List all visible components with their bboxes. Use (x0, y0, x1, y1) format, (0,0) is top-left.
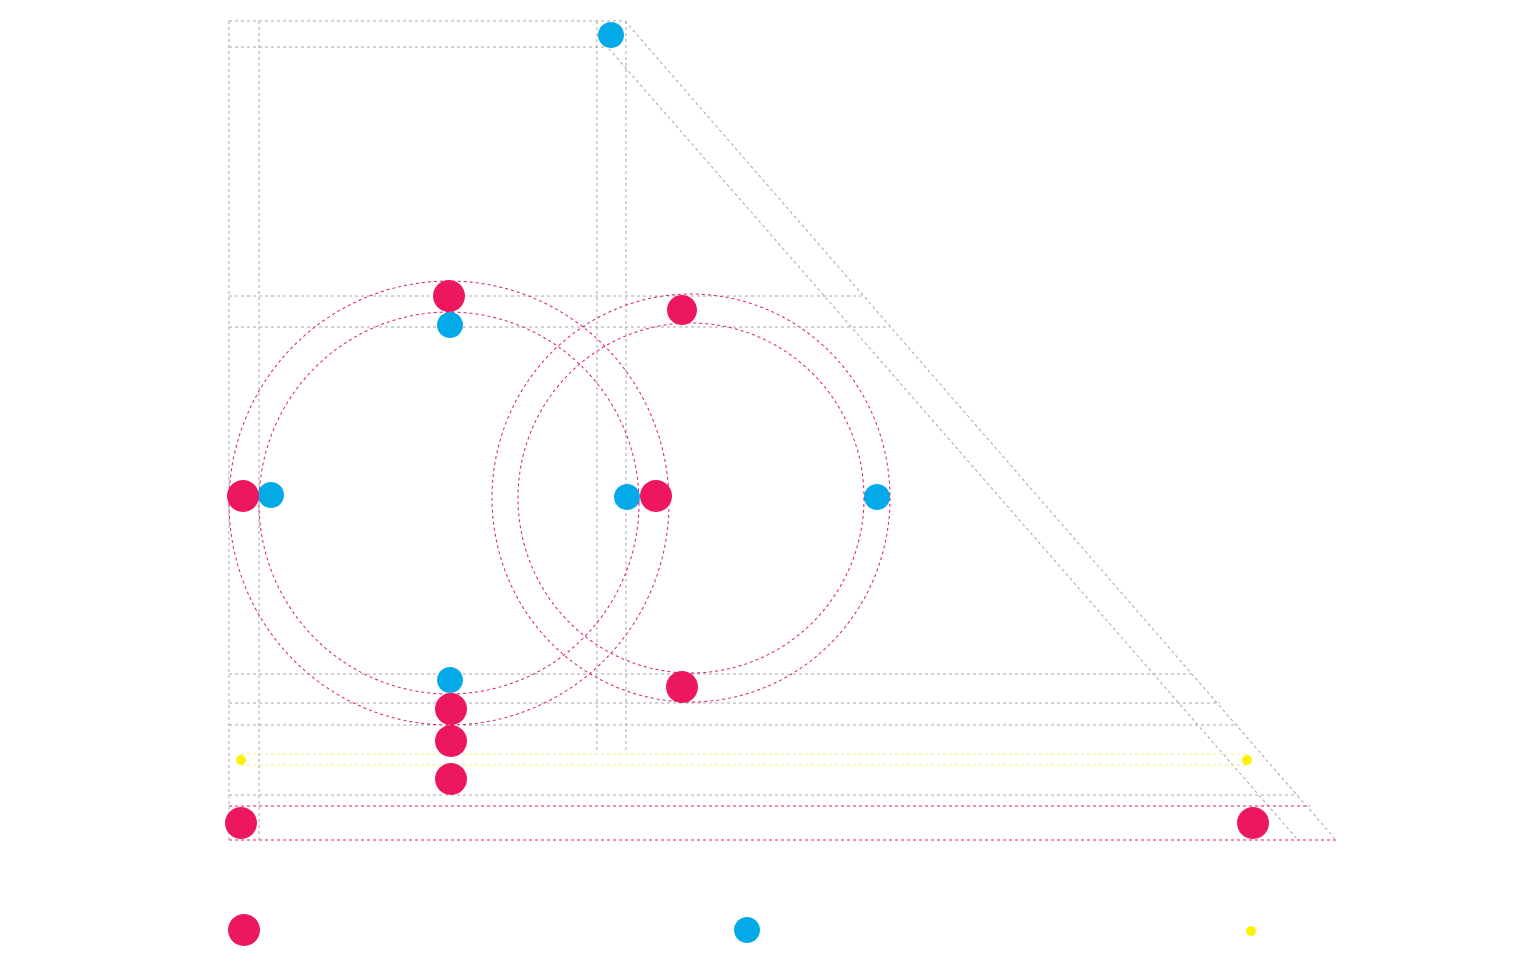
marker-pink-right-circle-left (640, 480, 672, 512)
marker-pink-left-circle-left (227, 480, 259, 512)
marker-blue-left-circle-top (437, 312, 463, 338)
pink-guide-lines (228, 280, 1336, 841)
yellow-guide-lines (241, 753, 1247, 766)
marker-yellow-right (1242, 755, 1252, 765)
marker-blue-left-circle-bottom (437, 667, 463, 693)
marker-blue-left-circle-right (614, 484, 640, 510)
guide-circle-right-outer (491, 293, 891, 703)
legend-pink-dot (228, 914, 260, 946)
guide-diagonal-inner (596, 34, 1299, 841)
gray-guide-lines (228, 20, 1337, 841)
legend (228, 914, 1256, 946)
marker-blue-right-circle-right (864, 484, 890, 510)
marker-blue-top (598, 22, 624, 48)
marker-pink-left-circle-bottom (435, 693, 467, 725)
marker-pink-baseline-right (1237, 807, 1269, 839)
marker-pink-right-circle-top (667, 295, 697, 325)
guide-diagonal-outer (624, 20, 1337, 841)
construction-markers (225, 22, 1269, 839)
legend-yellow-dot (1246, 926, 1256, 936)
marker-pink-stem-middle (435, 725, 467, 757)
marker-pink-stem-lower (435, 763, 467, 795)
marker-pink-right-circle-bottom (666, 671, 698, 703)
guide-circle-right-inner (517, 322, 865, 674)
marker-pink-left-circle-top (433, 280, 465, 312)
marker-blue-left-circle-left (258, 482, 284, 508)
guide-circle-left-inner (258, 311, 640, 695)
legend-blue-dot (734, 917, 760, 943)
marker-pink-baseline-left (225, 807, 257, 839)
marker-yellow-left (236, 755, 246, 765)
